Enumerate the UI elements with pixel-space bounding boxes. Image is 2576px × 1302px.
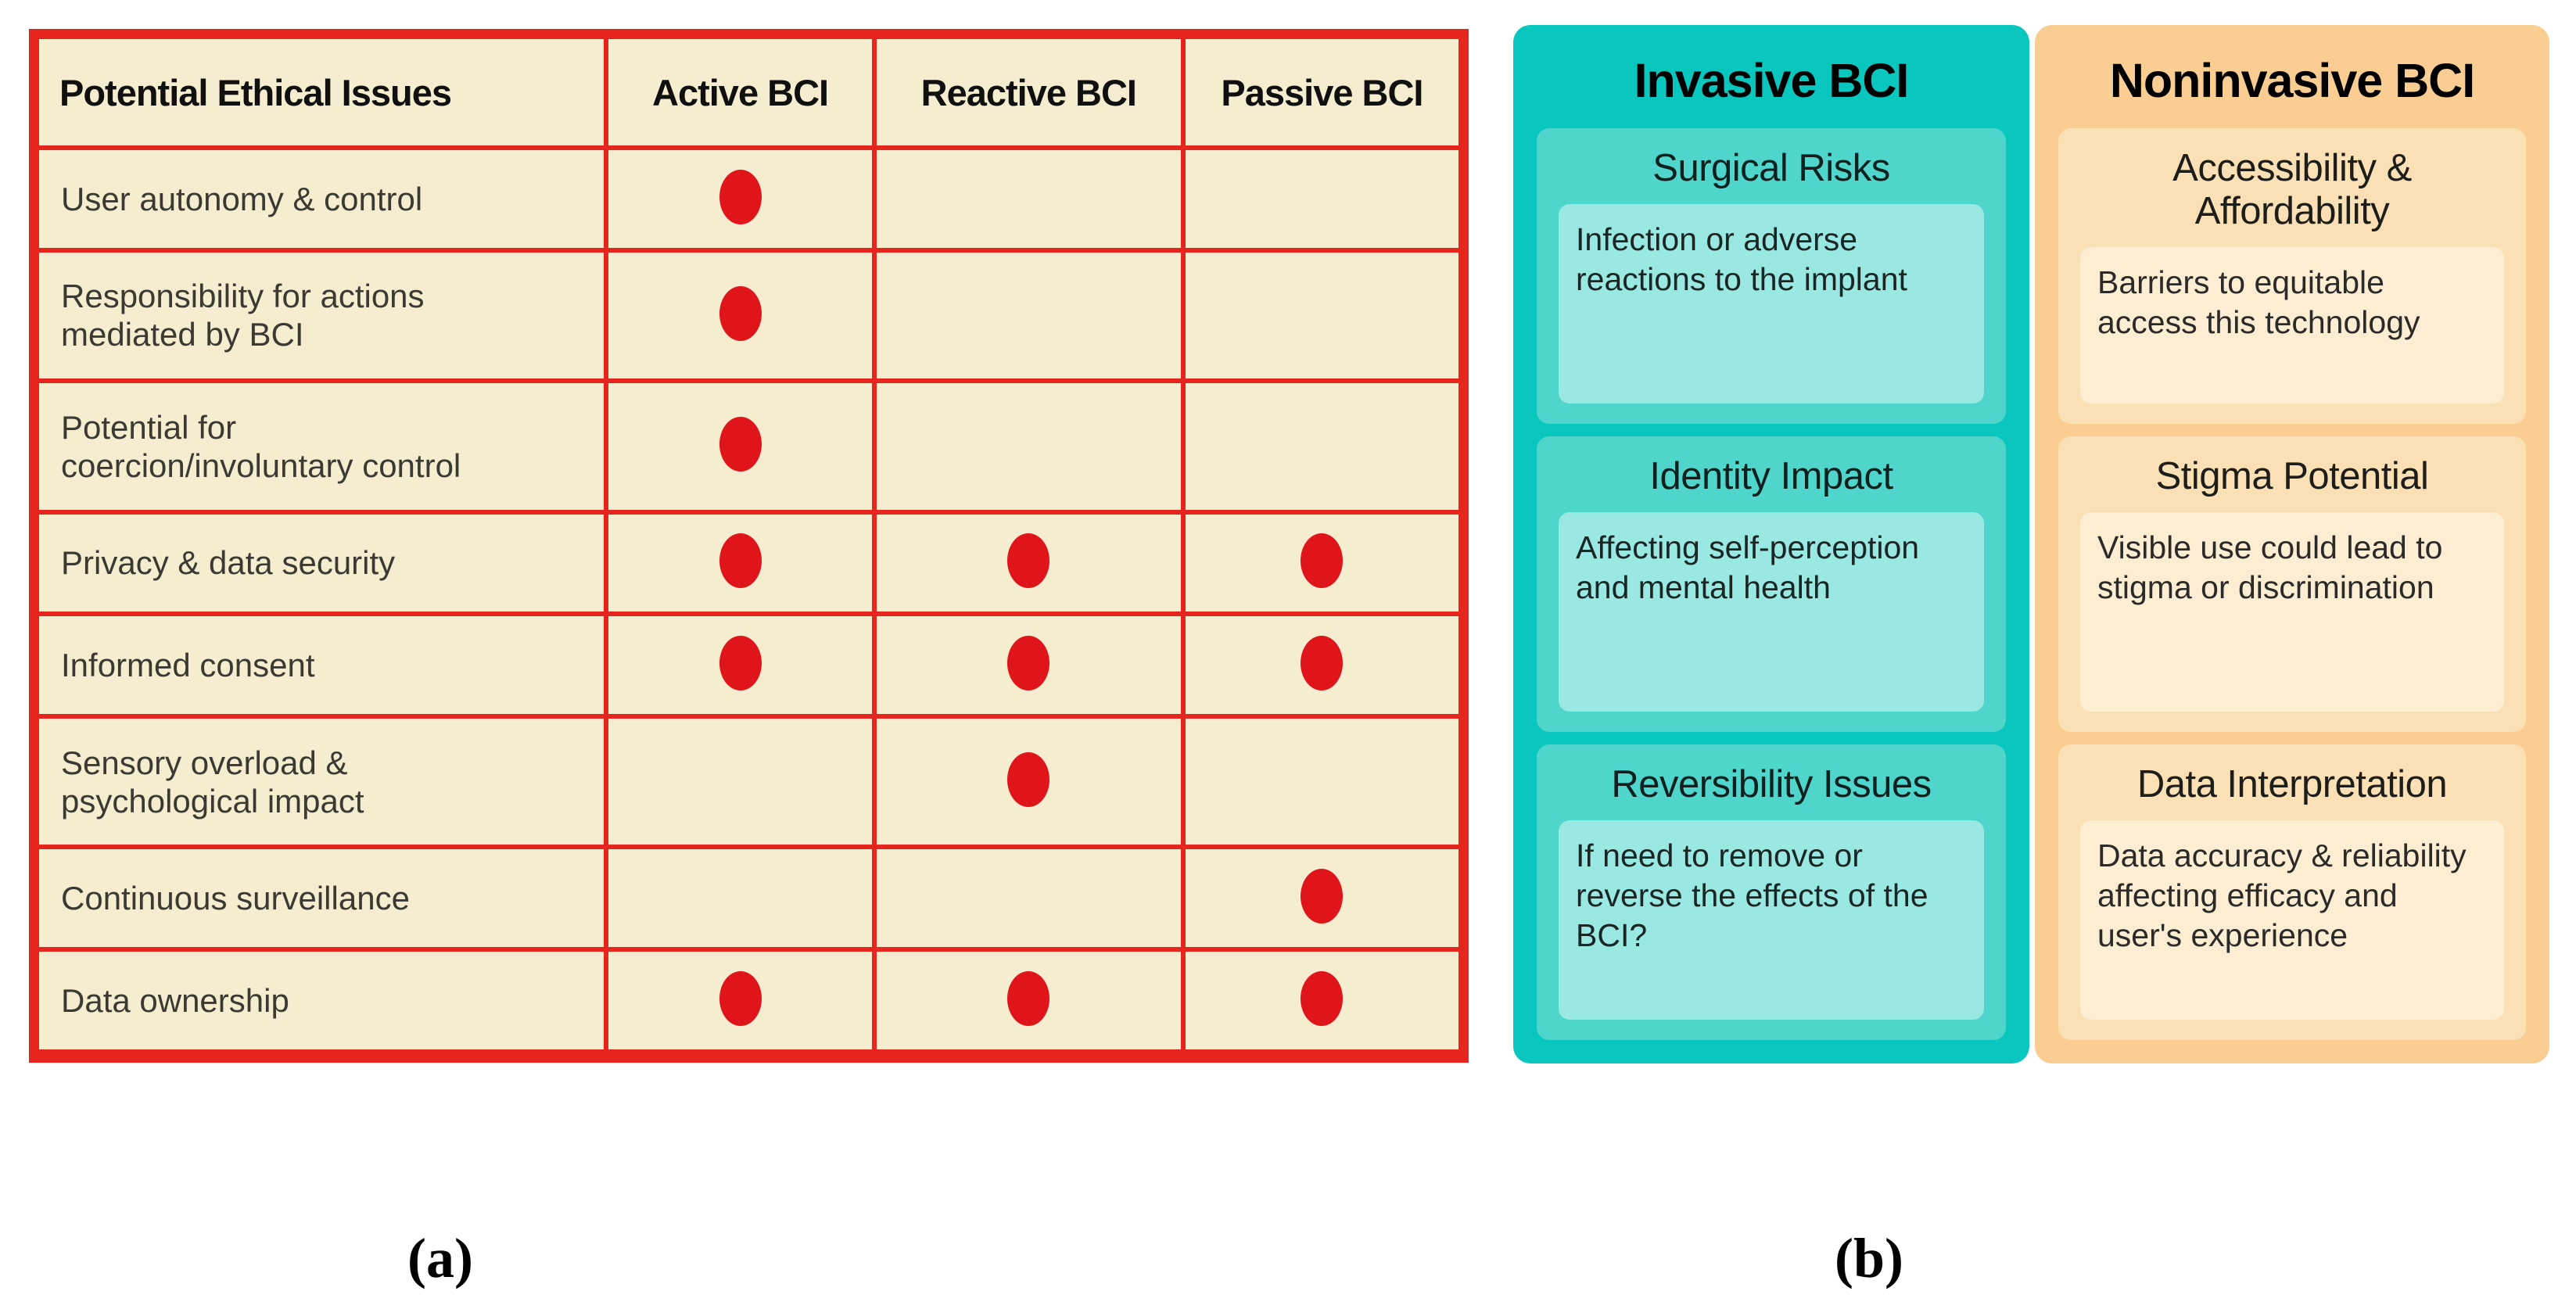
section-reversibility-issues: Reversibility Issues If need to remove o… — [1537, 744, 2006, 1040]
table-row: Sensory overload & psychological impact — [37, 716, 1461, 848]
table-row: Privacy & data security — [37, 511, 1461, 615]
section-body: Affecting self-perception and mental hea… — [1559, 511, 1984, 712]
presence-dot — [1301, 636, 1344, 691]
section-accessibility-affordability: Accessibility & Affordability Barriers t… — [2058, 128, 2526, 424]
dot-cell-active — [606, 249, 874, 382]
section-body: Visible use could lead to stigma or disc… — [2080, 511, 2504, 712]
row-label: Sensory overload & psychological impact — [37, 716, 607, 848]
table-header-row: Potential Ethical Issues Active BCI Reac… — [37, 37, 1461, 148]
presence-dot — [719, 533, 762, 589]
dot-cell-passive — [1182, 716, 1461, 848]
invasive-panel-sections: Surgical Risks Infection or adverse reac… — [1537, 128, 2006, 1040]
presence-dot — [1301, 971, 1344, 1027]
invasive-panel-title: Invasive BCI — [1634, 54, 1910, 107]
section-title: Accessibility & Affordability — [2172, 147, 2412, 232]
section-stigma-potential: Stigma Potential Visible use could lead … — [2058, 436, 2526, 732]
section-title: Reversibility Issues — [1611, 763, 1932, 805]
row-label: Potential for coercion/involuntary contr… — [37, 381, 607, 512]
dot-cell-active — [606, 511, 874, 615]
row-label: Data ownership — [37, 949, 607, 1052]
invasive-bci-panel: Invasive BCI Surgical Risks Infection or… — [1513, 25, 2029, 1063]
presence-dot — [719, 285, 762, 341]
table-row: User autonomy & control — [37, 148, 1461, 250]
row-label: Continuous surveillance — [37, 847, 607, 950]
presence-dot — [1301, 533, 1344, 589]
presence-dot — [1007, 636, 1050, 691]
dot-cell-reactive — [874, 511, 1183, 615]
noninvasive-bci-panel: Noninvasive BCI Accessibility & Affordab… — [2035, 25, 2549, 1063]
section-body: Data accuracy & reliability affecting ef… — [2080, 820, 2504, 1020]
row-label: Privacy & data security — [37, 511, 607, 615]
section-identity-impact: Identity Impact Affecting self-perceptio… — [1537, 436, 2006, 732]
table-row: Potential for coercion/involuntary contr… — [37, 381, 1461, 512]
dot-cell-passive — [1182, 847, 1461, 950]
subfigure-caption-b: (b) — [1835, 1227, 1903, 1289]
table-row: Informed consent — [37, 614, 1461, 717]
noninvasive-panel-sections: Accessibility & Affordability Barriers t… — [2058, 128, 2526, 1040]
dot-cell-reactive — [874, 949, 1183, 1052]
dot-cell-active — [606, 614, 874, 717]
column-header-active-bci: Active BCI — [606, 37, 874, 148]
presence-dot — [1007, 971, 1050, 1027]
dot-cell-reactive — [874, 847, 1183, 950]
column-header-reactive-bci: Reactive BCI — [874, 37, 1183, 148]
subfigure-caption-a: (a) — [407, 1227, 473, 1289]
dot-cell-active — [606, 148, 874, 250]
section-body: If need to remove or reverse the effects… — [1559, 820, 1984, 1020]
section-title: Surgical Risks — [1652, 147, 1890, 189]
section-body: Infection or adverse reactions to the im… — [1559, 203, 1984, 404]
dot-cell-reactive — [874, 148, 1183, 250]
presence-dot — [719, 971, 762, 1027]
row-label: Responsibility for actions mediated by B… — [37, 249, 607, 382]
dot-cell-reactive — [874, 249, 1183, 382]
dot-cell-passive — [1182, 381, 1461, 512]
section-data-interpretation: Data Interpretation Data accuracy & reli… — [2058, 744, 2526, 1040]
dot-cell-reactive — [874, 381, 1183, 512]
dot-cell-active — [606, 716, 874, 848]
ethics-issues-table: Potential Ethical Issues Active BCI Reac… — [29, 29, 1469, 1063]
presence-dot — [1007, 752, 1050, 808]
dot-cell-passive — [1182, 511, 1461, 615]
presence-dot — [1301, 869, 1344, 924]
column-header-passive-bci: Passive BCI — [1182, 37, 1461, 148]
row-label: User autonomy & control — [37, 148, 607, 250]
presence-dot — [719, 169, 762, 224]
section-title: Stigma Potential — [2155, 455, 2429, 497]
table-row: Responsibility for actions mediated by B… — [37, 249, 1461, 382]
dot-cell-passive — [1182, 614, 1461, 717]
dot-cell-passive — [1182, 949, 1461, 1052]
dot-cell-reactive — [874, 614, 1183, 717]
row-label: Informed consent — [37, 614, 607, 717]
section-title: Identity Impact — [1649, 455, 1893, 497]
dot-cell-active — [606, 847, 874, 950]
section-body: Barriers to equitable access this techno… — [2080, 246, 2504, 404]
table-row: Data ownership — [37, 949, 1461, 1052]
table-row: Continuous surveillance — [37, 847, 1461, 950]
presence-dot — [719, 636, 762, 691]
section-surgical-risks: Surgical Risks Infection or adverse reac… — [1537, 128, 2006, 424]
dot-cell-active — [606, 381, 874, 512]
dot-cell-active — [606, 949, 874, 1052]
column-header-issues: Potential Ethical Issues — [37, 37, 607, 148]
dot-cell-passive — [1182, 148, 1461, 250]
noninvasive-panel-title: Noninvasive BCI — [2109, 54, 2475, 107]
dot-cell-reactive — [874, 716, 1183, 848]
dot-cell-passive — [1182, 249, 1461, 382]
presence-dot — [719, 417, 762, 472]
section-title: Data Interpretation — [2137, 763, 2448, 805]
presence-dot — [1007, 533, 1050, 589]
